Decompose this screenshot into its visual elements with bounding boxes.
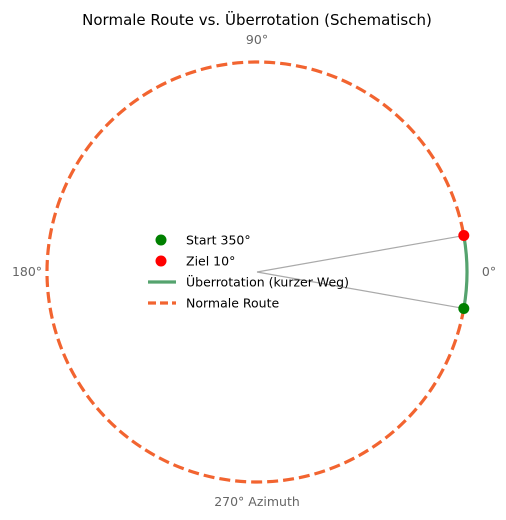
guide-line-1: [256, 234, 464, 273]
angle-label-0: 0°: [482, 264, 496, 279]
point-0: [458, 302, 470, 314]
angle-labels: 0° 90° 180° 270° Azimuth: [12, 32, 496, 509]
series-line-1: [45, 60, 466, 484]
legend-label-series-0: Überrotation (kurzer Weg): [186, 274, 349, 290]
legend-label-point-0: Start 350°: [186, 233, 251, 248]
guide-lines: [256, 234, 464, 310]
angle-label-180: 180°: [12, 264, 42, 279]
guide-line-0: [256, 271, 464, 310]
legend-label-series-1: Normale Route: [186, 296, 279, 311]
angle-label-90: 90°: [246, 32, 268, 47]
legend-marker-point-0: [155, 234, 167, 246]
series-line-0: [462, 235, 469, 309]
angle-label-270: 270° Azimuth: [214, 494, 300, 509]
legend-label-point-1: Ziel 10°: [186, 254, 235, 269]
chart-title: Normale Route vs. Überrotation (Schemati…: [82, 10, 432, 29]
legend: Start 350° Ziel 10° Überrotation (kurzer W…: [148, 233, 349, 311]
legend-marker-point-1: [155, 255, 167, 267]
points-layer: [458, 230, 470, 314]
point-1: [458, 230, 470, 242]
